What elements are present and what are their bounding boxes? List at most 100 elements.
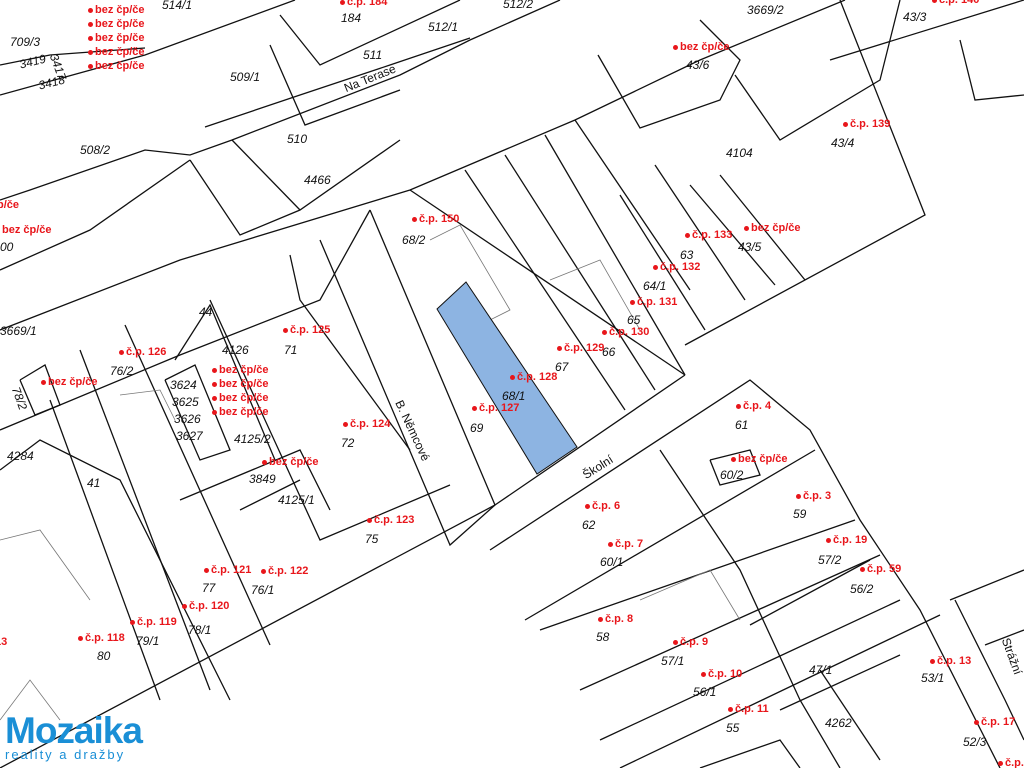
parcel-number: 4126	[222, 343, 249, 357]
address-point-icon	[88, 49, 93, 55]
house-number-label: bez čp/če	[41, 376, 98, 389]
address-point-icon	[472, 405, 477, 411]
address-point-icon	[88, 7, 93, 13]
parcel-number: 65	[627, 313, 641, 327]
address-point-icon	[119, 349, 124, 355]
parcel-number: 56/2	[850, 582, 874, 596]
house-number-text: č.p. 130	[609, 326, 650, 338]
house-number-text: 13	[0, 636, 8, 648]
house-number-text: bez čp/če	[2, 224, 52, 236]
parcel-number: 71	[284, 343, 298, 357]
parcel-number: 68/1	[502, 389, 526, 403]
house-number-text: č.p. 11	[735, 703, 769, 715]
house-number-label: č.p. 127	[472, 402, 519, 415]
house-number-text: bez čp/če	[219, 392, 269, 404]
parcel-number: 4125/2	[234, 432, 271, 446]
address-point-icon	[130, 619, 135, 625]
address-point-icon	[728, 706, 733, 712]
house-number-text: č.p. 120	[189, 600, 230, 612]
house-number-text: č.p. 118	[85, 632, 125, 644]
address-point-icon	[630, 299, 635, 305]
house-number-text: č.p. 119	[137, 616, 177, 628]
house-number-label: č.p. 131	[630, 296, 677, 309]
house-number-label: p/če	[0, 199, 19, 212]
address-point-icon	[685, 232, 690, 238]
address-point-icon	[212, 381, 217, 387]
house-number-text: č.p. 3	[803, 490, 832, 502]
address-point-icon	[930, 658, 935, 664]
parcel-number: 44	[199, 305, 213, 319]
house-number-label: bez čp/če	[88, 18, 145, 31]
house-number-label: č.p. 150	[412, 213, 459, 226]
house-number-text: bez čp/če	[95, 32, 145, 44]
house-number-text: bez čp/če	[219, 364, 269, 376]
address-point-icon	[731, 456, 736, 462]
house-number-text: č.p. 123	[374, 514, 415, 526]
parcel-number: 512/1	[428, 20, 459, 34]
house-number-label: č.p. 122	[261, 565, 308, 578]
parcel-number: 43/3	[903, 10, 927, 24]
mozaika-logo[interactable]: Mozaika reality a dražby	[5, 712, 143, 763]
house-number-label: č.p. 119	[130, 616, 177, 629]
house-number-label: bez čp/če	[0, 224, 52, 237]
address-point-icon	[88, 35, 93, 41]
parcel-number: 52/3	[963, 735, 987, 749]
parcel-number: 3849	[249, 472, 276, 486]
address-point-icon	[701, 671, 706, 677]
house-number-text: č.p. 17	[981, 716, 1016, 728]
parcel-number: 509/1	[230, 70, 261, 84]
address-point-icon	[88, 63, 93, 69]
parcel-number: 78/1	[188, 623, 212, 637]
house-number-label: č.p. 125	[283, 324, 330, 337]
address-point-icon	[343, 421, 348, 427]
house-number-label: bez čp/če	[88, 46, 145, 59]
parcel-number: 508/2	[80, 143, 111, 157]
house-number-text: č.p. 150	[419, 213, 460, 225]
address-point-icon	[796, 493, 801, 499]
parcel-number: 184	[341, 11, 362, 25]
address-point-icon	[212, 395, 217, 401]
house-number-text: č.p. 91	[1005, 757, 1024, 768]
house-number-label: č.p. 123	[367, 514, 414, 527]
parcel-number: 4104	[726, 146, 753, 160]
house-number-text: bez čp/če	[48, 376, 98, 388]
address-point-icon	[860, 566, 865, 572]
address-point-icon	[744, 225, 749, 231]
house-number-text: č.p. 126	[126, 346, 167, 358]
address-point-icon	[998, 760, 1003, 766]
house-number-label: bez čp/če	[88, 4, 145, 17]
address-point-icon	[557, 345, 562, 351]
address-point-icon	[608, 541, 613, 547]
parcel-number: 53/1	[921, 671, 945, 685]
house-number-label: č.p. 8	[598, 613, 633, 626]
parcel-number: 56/1	[693, 685, 717, 699]
house-number-label: č.p. 3	[796, 490, 831, 503]
house-number-text: č.p. 139	[850, 118, 891, 130]
house-number-label: bez čp/če	[88, 60, 145, 73]
parcel-number: 80	[97, 649, 111, 663]
house-number-text: bez čp/če	[219, 378, 269, 390]
parcel-number: 68/2	[402, 233, 426, 247]
house-number-label: bez čp/če	[673, 41, 730, 54]
parcel-number: 60/1	[600, 555, 624, 569]
house-number-label: č.p. 126	[119, 346, 166, 359]
house-number-label: č.p. 9	[673, 636, 708, 649]
parcel-number: 72	[341, 436, 355, 450]
parcel-number: 709/3	[10, 35, 41, 49]
parcel-number: 55	[726, 721, 740, 735]
address-point-icon	[78, 635, 83, 641]
house-number-label: bez čp/če	[212, 364, 269, 377]
parcel-number: 510	[287, 132, 308, 146]
parcel-number: 3625	[172, 395, 199, 409]
address-point-icon	[932, 0, 937, 3]
house-number-text: č.p. 132	[660, 261, 701, 273]
house-number-text: č.p. 13	[937, 655, 972, 667]
parcel-number: 3627	[176, 429, 203, 443]
house-number-text: č.p. 184	[347, 0, 388, 8]
parcel-number: 4262	[825, 716, 852, 730]
address-point-icon	[673, 44, 678, 50]
address-point-icon	[510, 374, 515, 380]
highlighted-parcel-68-1	[436, 281, 578, 475]
house-number-label: č.p. 128	[510, 371, 557, 384]
